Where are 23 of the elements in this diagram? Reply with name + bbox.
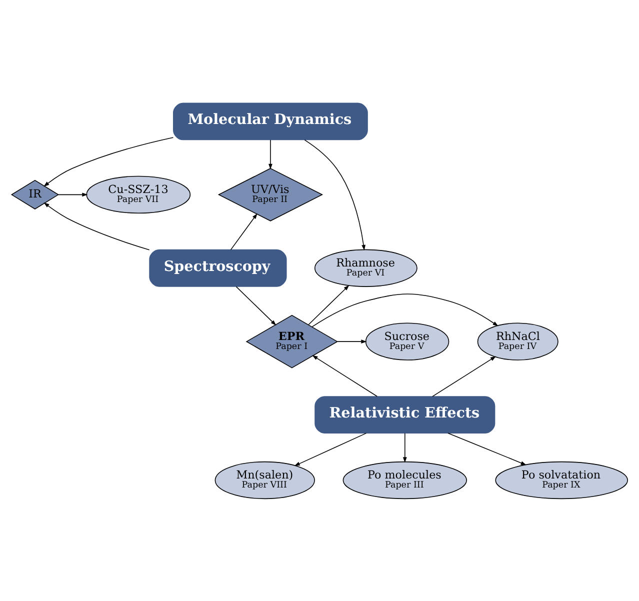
arrow (44, 202, 150, 250)
arrow (312, 354, 378, 396)
node-ellipse: Sucrose Paper V (365, 322, 450, 360)
node-box: Relativistic Effects (314, 396, 496, 433)
node-box: Spectroscopy (149, 248, 287, 286)
arrow (58, 192, 88, 196)
node-box: Molecular Dynamics (173, 102, 368, 140)
arrow (294, 432, 367, 466)
arrow (308, 284, 350, 324)
arrow (312, 293, 498, 327)
arrow (44, 136, 174, 186)
node-ellipse: Rhamnose Paper VI (314, 248, 418, 286)
arrow (304, 139, 366, 250)
node-diamond: EPR Paper I (246, 314, 338, 368)
arrow (268, 139, 272, 169)
arrow (236, 286, 276, 326)
arrow (432, 356, 496, 396)
arrow (230, 212, 258, 250)
arrow (448, 432, 526, 465)
node-ellipse: Po molecules Paper III (342, 460, 467, 499)
arrow (337, 339, 367, 344)
node-ellipse: Cu-SSZ-13 Paper VII (86, 175, 191, 213)
arrow (402, 432, 407, 462)
